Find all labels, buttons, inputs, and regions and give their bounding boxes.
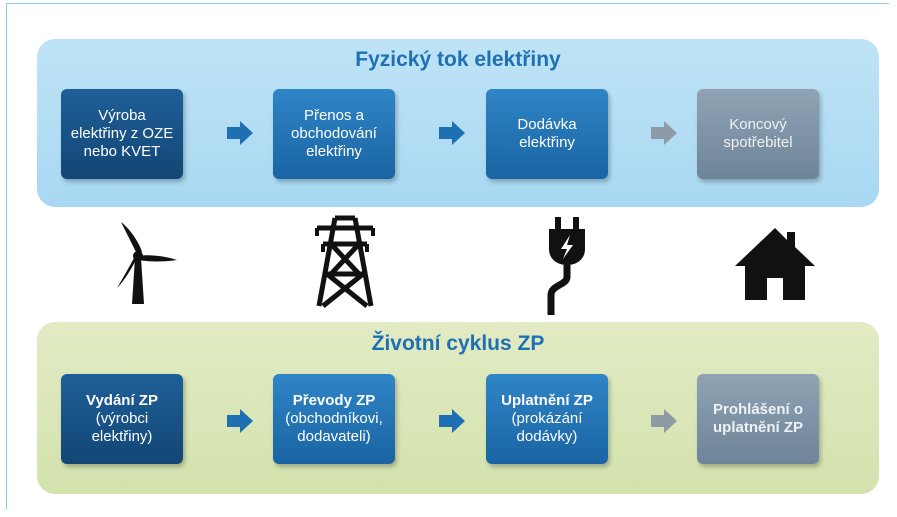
transfers-line-1: (obchodníkovi, [285,410,383,427]
arrow-right-icon [439,121,465,145]
arrow-right-icon [651,409,677,433]
arrow-right-icon [651,121,677,145]
issuance-line-2: elektřiny) [91,428,153,445]
consumer-line-1: Koncový [729,116,787,133]
arrow-right-icon [227,409,253,433]
declaration-line-1: uplatnění ZP [713,419,803,436]
electric-plug-icon [547,217,585,315]
power-pylon-icon [315,215,375,308]
physical-flow-title: Fyzický tok elektřiny [355,48,561,71]
supply-line-1: Dodávka [517,116,577,133]
redemption-box: Uplatnění ZP (prokázání dodávky) [486,374,608,464]
transmission-box: Přenos a obchodování elektřiny [273,89,395,179]
generation-line-3: nebo KVET [83,143,161,160]
transfers-line-2: dodavateli) [297,428,371,445]
generation-line-2: elektřiny z OZE [70,125,174,142]
redemption-line-1: (prokázání [511,410,583,427]
generation-line-1: Výroba [98,107,146,124]
arrow-right-icon [439,409,465,433]
declaration-box: Prohlášení o uplatnění ZP [697,374,819,464]
issuance-box: Vydání ZP (výrobci elektřiny) [61,374,183,464]
generation-box: Výroba elektřiny z OZE nebo KVET [61,89,183,179]
transfers-title: Převody ZP [292,392,376,409]
certificate-lifecycle-title: Životní cyklus ZP [371,332,545,355]
declaration-title: Prohlášení o [712,401,804,418]
consumer-box: Koncový spotřebitel [697,89,819,179]
redemption-title: Uplatnění ZP [501,392,593,409]
issuance-title: Vydání ZP [86,392,158,409]
consumer-line-2: spotřebitel [723,134,793,151]
wind-turbine-icon [117,222,177,304]
transmission-line-1: Přenos a [303,107,365,124]
figure-frame [6,3,889,509]
house-icon [735,228,815,300]
transmission-line-3: elektřiny [306,143,362,160]
transmission-line-2: obchodování [291,125,377,142]
issuance-line-1: (výrobci [95,410,149,427]
supply-line-2: elektřiny [519,134,575,151]
redemption-line-2: dodávky) [516,428,578,445]
transfers-box: Převody ZP (obchodníkovi, dodavateli) [273,374,395,464]
supply-box: Dodávka elektřiny [486,89,608,179]
arrow-right-icon [227,121,253,145]
